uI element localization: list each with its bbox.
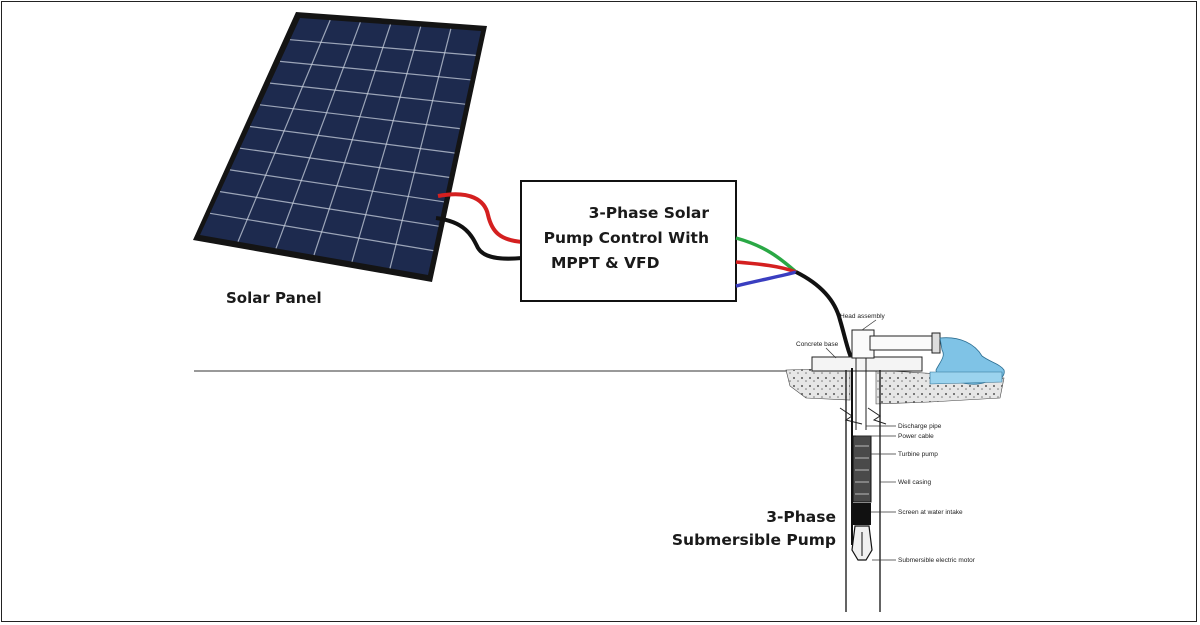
controller-label-line3: MPPT & VFD xyxy=(551,254,660,272)
wire-red-input xyxy=(437,192,523,244)
solar-panel-grid xyxy=(209,19,476,269)
pump-controller-box xyxy=(520,180,737,302)
panel-grid-row-line xyxy=(269,82,466,105)
solar-panel xyxy=(193,12,487,282)
wire-power-cable xyxy=(795,270,858,369)
panel-grid-row-line xyxy=(279,60,471,81)
label-turbine-pump: Turbine pump xyxy=(898,451,938,458)
well-illustration: Head assembly Concrete base Discharge pi… xyxy=(785,313,1005,612)
water-pool xyxy=(929,371,1003,385)
panel-grid-row-line xyxy=(209,212,434,252)
label-concrete-base: Concrete base xyxy=(796,341,839,348)
panel-grid-row-line xyxy=(239,147,450,178)
wire-green-output xyxy=(735,236,798,274)
pump-controller: 3-Phase Solar Pump Control With MPPT & V… xyxy=(520,180,737,302)
panel-grid-row-line xyxy=(219,191,439,227)
soil-surface xyxy=(785,367,851,401)
pump-label-line1: 3-Phase xyxy=(766,508,836,526)
panel-grid-row-line xyxy=(259,104,460,130)
solar-panel-cells xyxy=(200,18,481,275)
pump-label-line2: Submersible Pump xyxy=(672,531,836,549)
discharge-outlet xyxy=(931,332,941,354)
panel-grid-row-line xyxy=(249,125,455,154)
panel-grid-row-line xyxy=(289,39,476,56)
water-intake-screen xyxy=(853,503,871,525)
label-power-cable: Power cable xyxy=(898,433,934,440)
leader-lines xyxy=(825,319,896,561)
label-head-assembly: Head assembly xyxy=(840,313,886,320)
controller-label-line2: Pump Control With xyxy=(544,229,709,247)
wire-black-input xyxy=(435,216,523,261)
wire-red-output xyxy=(735,260,797,274)
label-discharge-pipe: Discharge pipe xyxy=(898,423,942,430)
label-well-casing: Well casing xyxy=(898,479,932,486)
wire-blue-output xyxy=(735,270,797,288)
solar-panel-label: Solar Panel xyxy=(226,289,322,307)
label-screen: Screen at water intake xyxy=(898,509,963,516)
concrete-base xyxy=(811,356,923,372)
controller-label-line1: 3-Phase Solar xyxy=(589,204,710,222)
panel-grid-row-line xyxy=(229,169,444,203)
discharge-head-pipe xyxy=(869,335,941,351)
label-motor: Submersible electric motor xyxy=(898,557,976,564)
break-mark xyxy=(839,407,887,425)
